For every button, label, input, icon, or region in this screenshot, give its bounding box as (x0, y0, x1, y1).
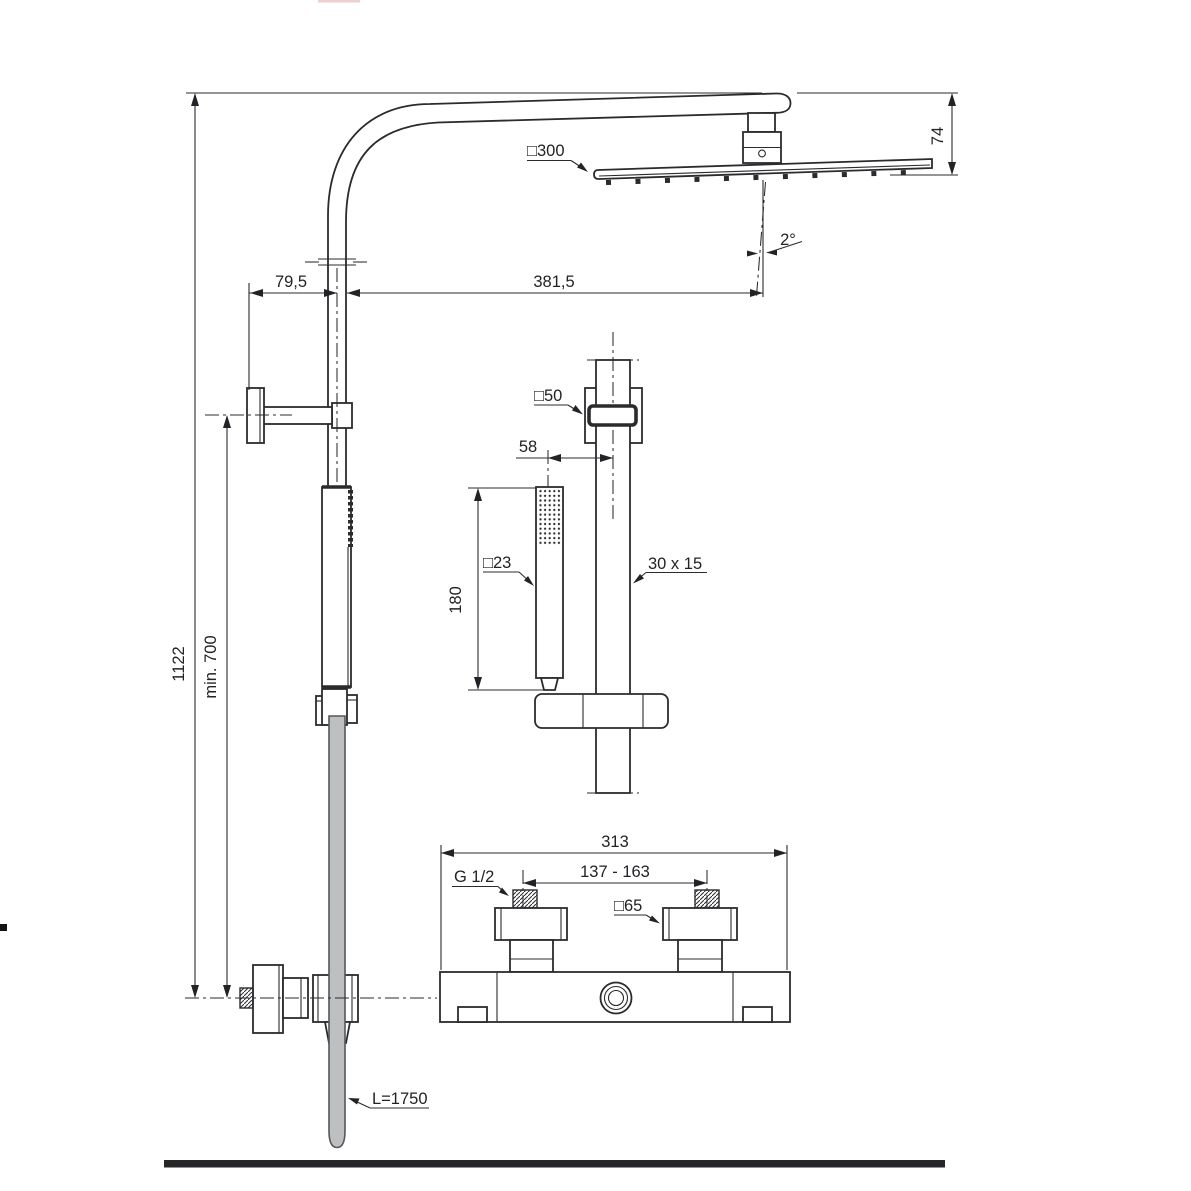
dim-overall-height: 1122 (170, 92, 762, 998)
arrowhead (223, 985, 231, 998)
label-hose-length: L=1750 (348, 1090, 429, 1109)
inlet-block (494, 907, 568, 941)
dim-handset-length: 180 (447, 487, 545, 691)
arrowhead (474, 677, 482, 690)
crop-artifact-left (0, 924, 7, 931)
dim-connection-spread-label: 137 - 163 (580, 863, 650, 881)
hand-shower-side (321, 485, 353, 689)
connector-upper (747, 112, 776, 133)
arrowhead (191, 985, 199, 998)
inlet-neck (509, 939, 554, 973)
arrowhead (523, 879, 536, 887)
arrowhead (441, 849, 454, 857)
inlet-block (662, 907, 738, 941)
rail-bracket-clamp (587, 404, 638, 427)
mixer-inlet-right (662, 889, 738, 973)
arrowhead (223, 415, 231, 428)
arrowhead (774, 849, 787, 857)
label-thread-size-text: G 1/2 (454, 868, 494, 886)
label-mixer-block: □65 (614, 897, 660, 924)
mixer-inlet-left (494, 889, 568, 973)
mixer-button-inner (607, 989, 625, 1007)
head-connector (742, 112, 782, 164)
dim-min-height-label: min. 700 (202, 635, 220, 698)
mixer-button-outer (599, 981, 633, 1015)
arrowhead (524, 576, 534, 586)
label-bracket-size: □50 (534, 387, 583, 415)
arrowhead (649, 915, 660, 924)
dim-overall-height-label: 1122 (170, 646, 188, 681)
arrowhead (948, 162, 956, 175)
arrowhead (348, 1098, 360, 1105)
handset-tip (539, 677, 560, 691)
arrowhead (747, 250, 758, 257)
mixer-detail: 313 137 - 163 G 1/2 □65 (439, 833, 791, 1023)
elbow-flange (252, 964, 284, 1034)
dim-mixer-width: 313 (440, 833, 788, 970)
dim-min-height: min. 700 (202, 415, 231, 998)
arrowhead (948, 93, 956, 106)
dim-wall-offset: 79,5 (248, 273, 337, 390)
crop-artifact-top (318, 0, 360, 3)
handset-detail (535, 450, 564, 691)
arrowhead (324, 289, 337, 297)
dim-handset-offset: 58 (516, 438, 613, 462)
dim-mixer-width-label: 313 (601, 833, 629, 851)
rain-head: 74 □300 2° (527, 92, 958, 297)
label-head-size-text: □300 (527, 142, 565, 160)
dim-head-angle-label: 2° (780, 231, 796, 249)
mixer-body (439, 971, 791, 1023)
label-thread-size: G 1/2 (452, 868, 509, 896)
arrowhead (499, 887, 509, 896)
shower-arm (327, 92, 792, 489)
arrowhead (600, 454, 613, 462)
dim-arm-reach-label: 381,5 (533, 273, 574, 291)
arrowhead (548, 454, 561, 462)
hand-shower-detail: □50 58 180 □23 30 x 15 (447, 332, 707, 794)
slider-detail (534, 693, 669, 729)
handset-spray-face (538, 489, 561, 546)
arrowhead (191, 93, 199, 106)
label-hose-length-text: L=1750 (372, 1090, 428, 1108)
dim-arm-reach: 381,5 (347, 180, 764, 297)
shower-hose (328, 715, 346, 1149)
dim-head-drop: 74 (797, 92, 958, 176)
slider-body (534, 693, 669, 729)
handset-body (321, 486, 352, 688)
arrowhead (474, 488, 482, 501)
label-bracket-size-text: □50 (534, 387, 562, 405)
tilted-centerline (755, 181, 767, 297)
arrowhead (572, 405, 583, 415)
leader-line (769, 240, 803, 253)
floor-line (164, 1160, 945, 1168)
connector-pivot (758, 149, 766, 158)
arrowhead (633, 574, 644, 584)
arrowhead (694, 879, 707, 887)
label-head-size: □300 (527, 142, 588, 172)
shower-column (185, 92, 792, 1149)
label-rail-profile-text: 30 x 15 (648, 555, 702, 573)
dim-handset-length-label: 180 (447, 586, 465, 614)
inlet-thread (694, 889, 720, 909)
mixer-tab (457, 1006, 488, 1023)
dim-handset-offset-label: 58 (519, 438, 537, 456)
label-handset-size-text: □23 (483, 554, 511, 572)
mixer-button-ring (603, 985, 629, 1011)
inlet-neck (677, 939, 723, 973)
head-plate (593, 158, 933, 180)
dim-wall-offset-label: 79,5 (275, 273, 307, 291)
dim-head-drop-label: 74 (929, 127, 947, 145)
dim-head-angle: 2° (747, 181, 803, 297)
mixer-tab (742, 1006, 773, 1023)
inlet-thread (512, 889, 538, 909)
head-plate-rim (598, 164, 931, 177)
arrowhead (347, 289, 360, 297)
label-mixer-block-text: □65 (614, 897, 642, 915)
arrowhead (577, 162, 588, 172)
label-rail-profile: 30 x 15 (633, 555, 707, 584)
bracket-collar (331, 402, 353, 429)
label-handset-size: □23 (483, 554, 534, 586)
arrowhead (250, 289, 263, 297)
